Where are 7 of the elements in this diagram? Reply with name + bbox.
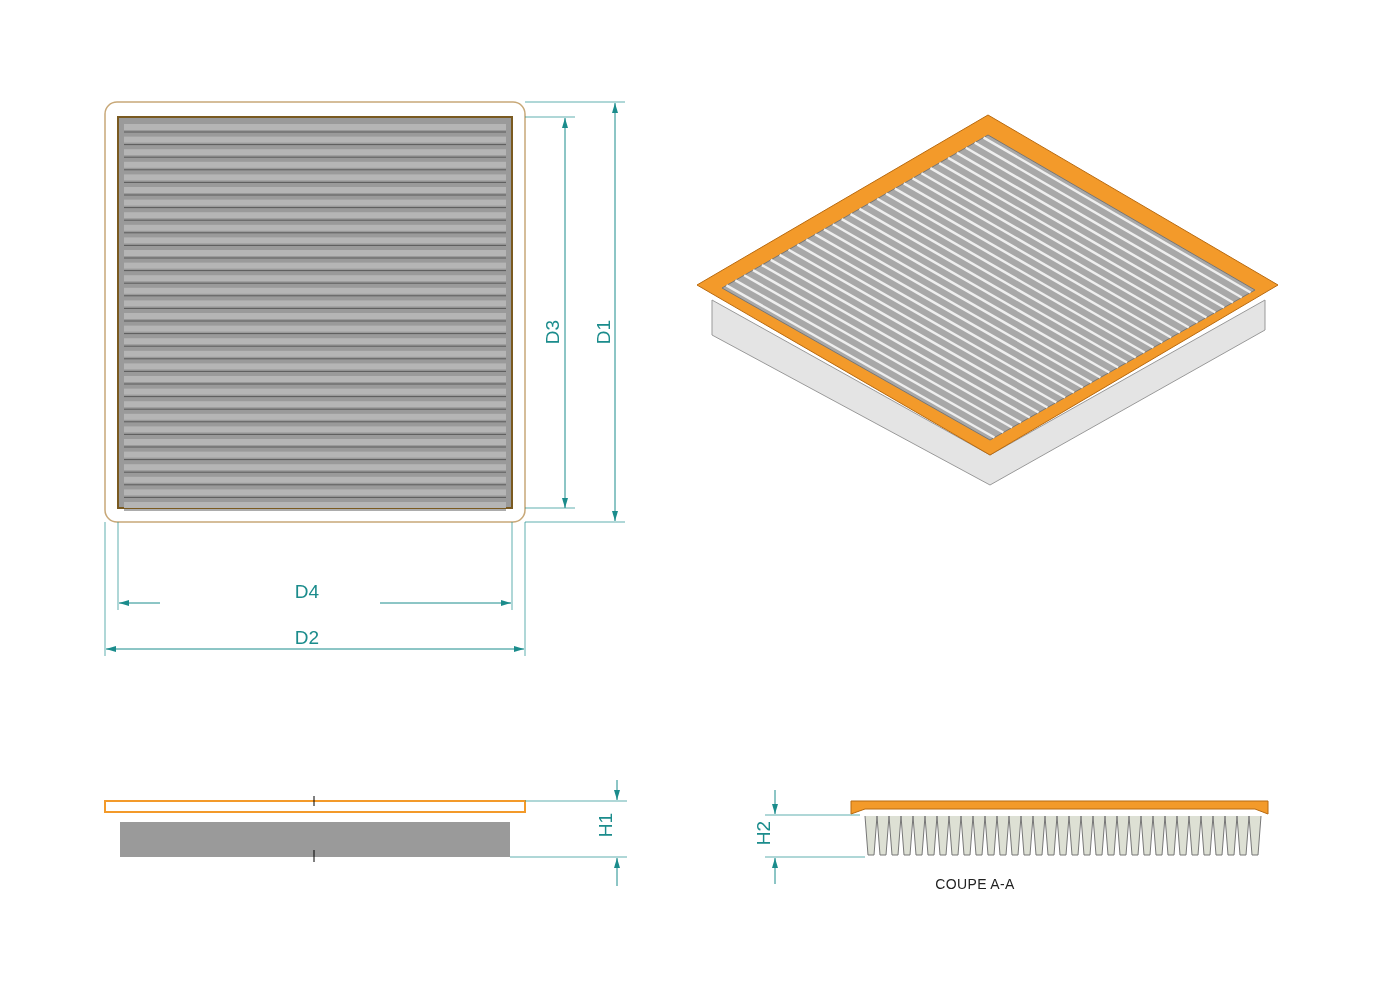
dimension-label: H1 bbox=[595, 812, 615, 838]
dimension-label: D1 bbox=[593, 319, 613, 345]
dimension-label: H2 bbox=[753, 820, 773, 846]
dimension-label: D2 bbox=[294, 627, 320, 647]
dimension-label: D3 bbox=[542, 319, 562, 345]
dimension-label: D4 bbox=[294, 581, 320, 601]
section-label: COUPE A-A bbox=[935, 877, 1015, 891]
